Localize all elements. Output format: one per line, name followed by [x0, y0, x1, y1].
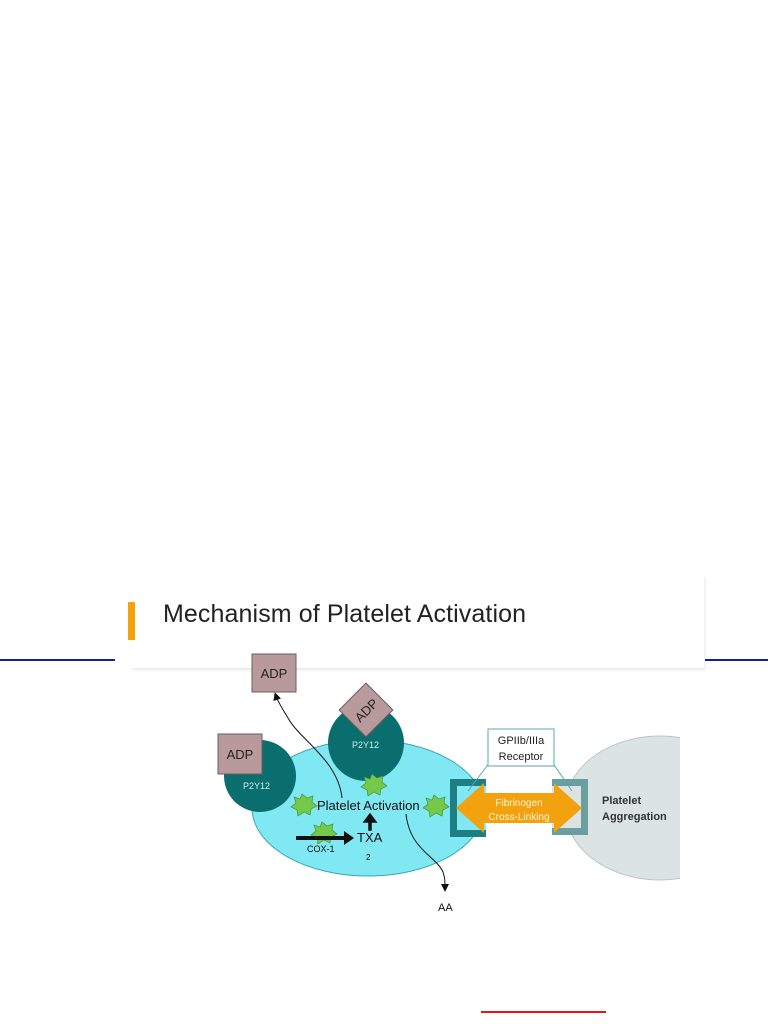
- txa-up-arrow: [362, 812, 378, 831]
- cox1-label: COX-1: [307, 844, 335, 854]
- adp-label-top: ADP: [261, 666, 288, 681]
- granule-icon-3: [422, 794, 450, 818]
- granule-icon-2: [290, 793, 318, 817]
- txa-subscript: 2: [366, 853, 371, 862]
- fibrinogen-label-1: Fibrinogen: [495, 798, 542, 809]
- bottom-red-rule: [481, 1011, 606, 1013]
- adp-diamond: [338, 682, 394, 738]
- right-blue-rule: [705, 659, 768, 661]
- p2y12-label-top: P2Y12: [352, 740, 379, 750]
- receptor-callout-line-right: [551, 761, 573, 792]
- p2y12-receptor-top: [328, 705, 404, 781]
- aa-arrow: [405, 813, 449, 892]
- p2y12-label-left: P2Y12: [243, 781, 270, 791]
- adp-box-top: [251, 653, 297, 693]
- receptor-callout-line-left: [467, 761, 491, 792]
- adp-box-left: [217, 733, 263, 775]
- adp-label-left: ADP: [227, 747, 254, 762]
- adp-release-arrow: [273, 692, 343, 799]
- gp-receptor-label-2: Receptor: [499, 751, 544, 763]
- gp-receptor-callout-box: [487, 728, 555, 767]
- slide-title: Mechanism of Platelet Activation: [163, 600, 527, 628]
- granule-icon-1: [360, 773, 388, 797]
- platelet-aggregation-label-2: Aggregation: [602, 811, 667, 823]
- platelet-aggregation-cell: [564, 735, 680, 881]
- fibrinogen-double-arrow: [456, 783, 582, 833]
- platelet-activation-label: Platelet Activation: [317, 798, 420, 813]
- cox1-arrow: [296, 831, 354, 845]
- left-blue-rule: [0, 659, 115, 661]
- fibrinogen-label-2: Cross-Linking: [488, 812, 549, 823]
- gp-receptor-label-1: GPIIb/IIIa: [498, 735, 545, 747]
- txa-label: TXA: [357, 830, 383, 845]
- slide-header-panel: [132, 576, 704, 668]
- title-accent-bar: [128, 602, 135, 640]
- platelet-aggregation-label-1: Platelet: [602, 795, 641, 807]
- aa-label: AA: [438, 902, 453, 914]
